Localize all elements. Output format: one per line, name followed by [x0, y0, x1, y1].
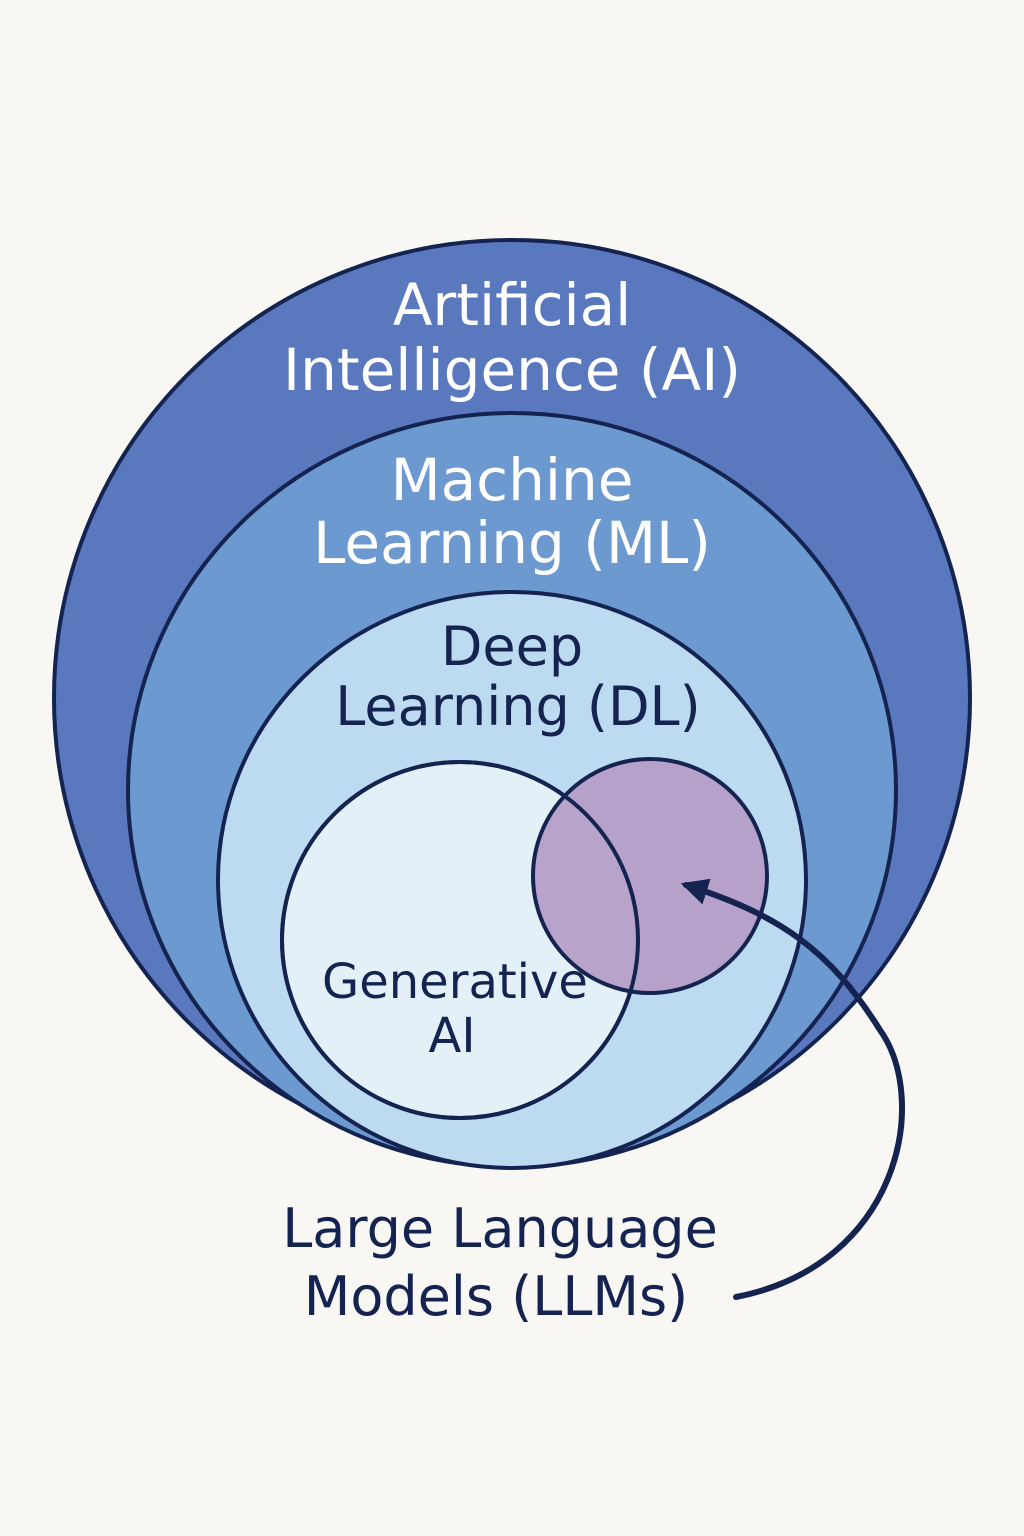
dl-label-line1: Deep	[441, 615, 583, 678]
llm-label-line2: Models (LLMs)	[304, 1265, 688, 1328]
ml-label-line1: Machine	[391, 446, 634, 514]
genai-label-line2: AI	[429, 1008, 476, 1064]
generative-ai-outline	[280, 760, 640, 1120]
llm-label-line1: Large Language	[282, 1197, 718, 1260]
llm-pointer-arrow	[680, 878, 906, 1300]
dl-label-line2: Learning (DL)	[335, 675, 700, 738]
ai-label-line1: Artificial	[393, 271, 632, 339]
ml-label-line2: Learning (ML)	[313, 509, 711, 577]
ai-label-line2: Intelligence (AI)	[283, 336, 741, 404]
genai-label-line1: Generative	[322, 954, 588, 1010]
